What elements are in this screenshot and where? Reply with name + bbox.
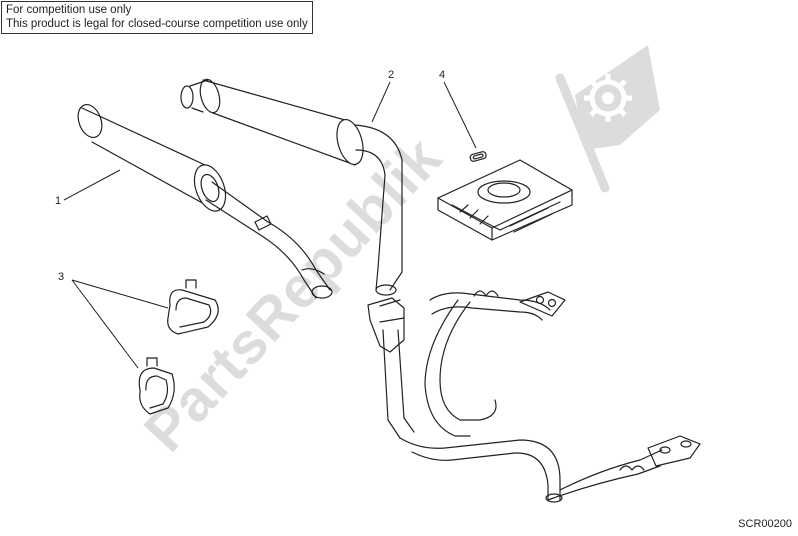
air-box (437, 159, 573, 241)
silencer-lower (77, 103, 333, 299)
gasket (469, 151, 487, 162)
notice-line-2: This product is legal for closed-course … (6, 18, 308, 30)
exhaust-headers (367, 290, 701, 503)
watermark-text: PartsRepublik (132, 125, 454, 464)
watermark-flag (555, 45, 660, 193)
callout-3: 3 (58, 271, 64, 283)
callout-4: 4 (439, 69, 445, 81)
drawing-code: SCR00200 (738, 518, 792, 530)
gear-icon (584, 74, 632, 122)
watermark: PartsRepublik (132, 45, 660, 464)
clamp-upper (167, 279, 219, 335)
clamp-lower (138, 357, 175, 415)
silencer-upper (180, 78, 403, 296)
callout-2: 2 (388, 69, 394, 81)
competition-notice: For competition use only This product is… (1, 1, 313, 34)
leader-lines (63, 81, 477, 369)
notice-line-1: For competition use only (6, 4, 132, 16)
callout-1: 1 (55, 195, 61, 207)
